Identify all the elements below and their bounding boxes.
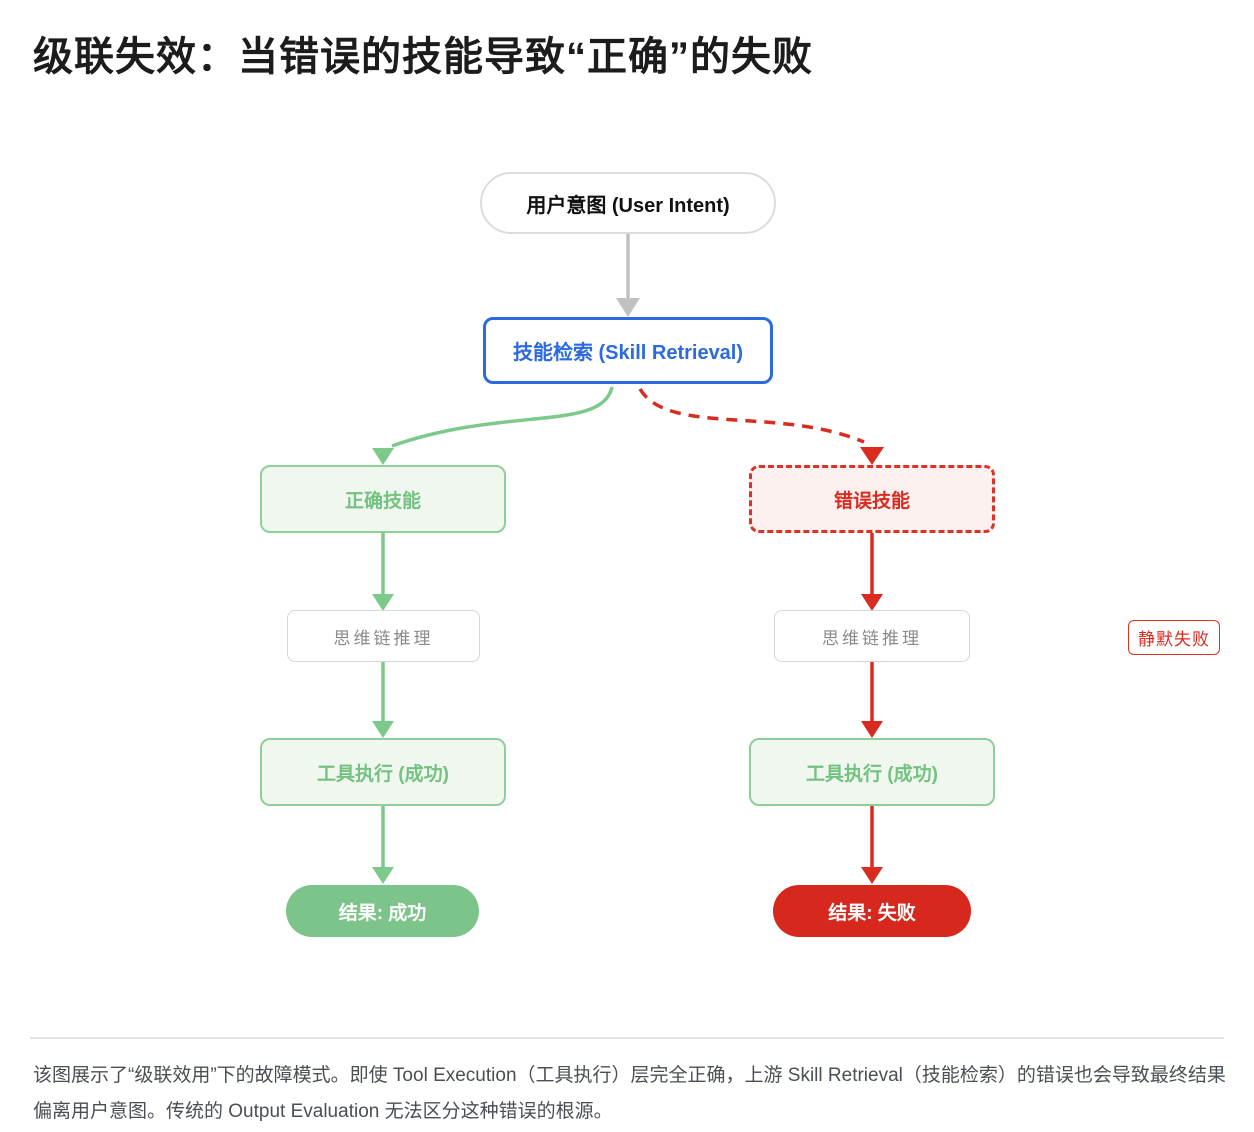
edge-retrieval-to-wrong-skill — [638, 388, 884, 465]
footer-divider — [30, 1037, 1224, 1039]
node-cot-reasoning-left: 思维链推理 — [287, 610, 480, 662]
edge-tool-to-result-right — [861, 806, 883, 884]
edge-wrong-skill-to-cot — [861, 533, 883, 611]
figure-caption: 该图展示了“级联效用”下的故障模式。即使 Tool Execution（工具执行… — [33, 1065, 1226, 1122]
node-result-failure: 结果: 失败 — [773, 885, 971, 937]
silent-failure-badge: 静默失败 — [1128, 620, 1220, 655]
edge-cot-to-tool-right — [861, 662, 883, 738]
node-wrong-skill: 错误技能 — [749, 465, 995, 533]
node-user-intent: 用户意图 (User Intent) — [480, 172, 776, 234]
edge-intent-to-retrieval — [616, 234, 640, 317]
node-cot-reasoning-right: 思维链推理 — [774, 610, 970, 662]
node-tool-execution-right: 工具执行 (成功) — [749, 738, 995, 806]
edge-correct-skill-to-cot — [372, 533, 394, 611]
edge-tool-to-result-left — [372, 806, 394, 884]
node-tool-execution-left: 工具执行 (成功) — [260, 738, 506, 806]
node-result-success: 结果: 成功 — [286, 885, 479, 937]
edge-retrieval-to-correct-skill — [372, 386, 614, 465]
page-title: 级联失效：当错误的技能导致“正确”的失败 — [33, 35, 813, 79]
node-skill-retrieval: 技能检索 (Skill Retrieval) — [483, 317, 773, 384]
edge-cot-to-tool-left — [372, 662, 394, 738]
node-correct-skill: 正确技能 — [260, 465, 506, 533]
